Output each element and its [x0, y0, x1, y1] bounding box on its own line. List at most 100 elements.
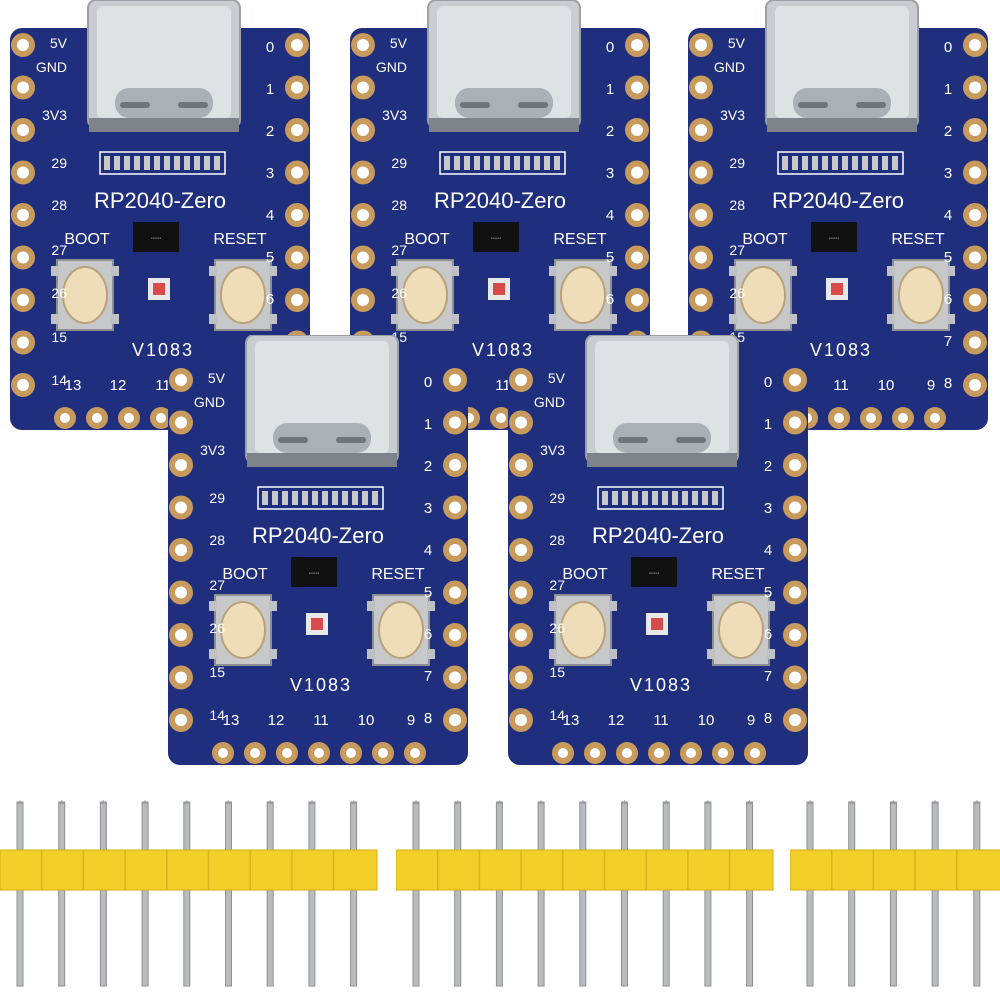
reset-label: RESET: [371, 566, 425, 583]
pin-label: 3: [606, 165, 614, 182]
svg-text:▪▪▪▪▪: ▪▪▪▪▪: [491, 236, 502, 242]
pin-label: 0: [424, 374, 432, 391]
pin-label: 26: [549, 620, 565, 636]
pin-label: 27: [729, 242, 745, 258]
pin-label: 6: [944, 291, 952, 308]
pin-label: 7: [944, 333, 952, 350]
boot-label: BOOT: [404, 231, 450, 248]
pin-label: 13: [65, 377, 82, 394]
pin-label: 28: [51, 197, 67, 213]
pin-label: 2: [944, 123, 952, 140]
header-pin: [889, 801, 897, 987]
header-pin: [16, 801, 24, 987]
pin-label: 26: [391, 285, 407, 301]
pin-label: 12: [268, 712, 285, 729]
pin-label: 5V: [548, 370, 566, 386]
version-label: V1083: [472, 340, 534, 360]
pin-label: 5: [606, 249, 614, 266]
pin-label: 2: [266, 123, 274, 140]
pin-label: 3V3: [540, 442, 565, 458]
header-pin: [183, 801, 191, 987]
pin-label: 29: [209, 490, 225, 506]
svg-text:▪▪▪▪▪: ▪▪▪▪▪: [649, 571, 660, 577]
pin-label: 11: [155, 377, 171, 394]
pin-label: 27: [209, 577, 225, 593]
pin-label: 3: [944, 165, 952, 182]
header-pin: [704, 801, 712, 987]
pin-label: 4: [606, 207, 614, 224]
pin-label: 27: [51, 242, 67, 258]
svg-text:▪▪▪▪▪: ▪▪▪▪▪: [309, 571, 320, 577]
pin-label: 3: [266, 165, 274, 182]
pin-label: GND: [714, 59, 745, 75]
boot-label: BOOT: [742, 231, 788, 248]
pin-label: 11: [313, 712, 329, 729]
header-pin: [308, 801, 316, 987]
pin-label: 5: [266, 249, 274, 266]
pin-label: 11: [833, 377, 849, 394]
header-pin: [412, 801, 420, 987]
header-pin: [225, 801, 232, 987]
rp2040-zero-board-front-right: ▪▪▪▪▪: [503, 335, 813, 770]
pin-label: 0: [266, 39, 274, 56]
pin-label: 14: [549, 707, 565, 723]
pin-label: 28: [729, 197, 745, 213]
pin-label: GND: [36, 59, 67, 75]
header-pin: [58, 801, 66, 987]
header-pin: [746, 801, 754, 987]
version-label: V1083: [630, 675, 692, 695]
pin-label: 15: [51, 329, 67, 345]
pin-label: 8: [944, 375, 952, 392]
version-label: V1083: [132, 340, 194, 360]
pin-label: GND: [194, 394, 225, 410]
pin-label: 13: [563, 712, 580, 729]
board-title-label: RP2040-Zero: [94, 188, 226, 213]
pin-label: 0: [606, 39, 614, 56]
pin-label: 9: [407, 712, 415, 729]
pin-label: 27: [549, 577, 565, 593]
board-title-label: RP2040-Zero: [592, 523, 724, 548]
pin-label: 29: [729, 155, 745, 171]
header-plastic: [0, 849, 378, 891]
pin-label: 4: [944, 207, 952, 224]
pin-label: 26: [51, 285, 67, 301]
pin-header-strip-middle: [395, 800, 775, 990]
header-pin: [579, 801, 587, 987]
pin-label: 5: [764, 584, 772, 601]
reset-label: RESET: [553, 231, 607, 248]
pin-label: 14: [51, 372, 67, 388]
pin-label: 28: [391, 197, 407, 213]
pin-label: 8: [764, 710, 772, 727]
header-pin: [350, 801, 358, 987]
reset-label: RESET: [213, 231, 267, 248]
pin-label: 6: [764, 626, 772, 643]
header-plastic: [789, 849, 1000, 891]
version-label: V1083: [810, 340, 872, 360]
pin-label: 28: [549, 532, 565, 548]
reset-label: RESET: [891, 231, 945, 248]
boot-label: BOOT: [562, 566, 608, 583]
pin-label: 12: [608, 712, 625, 729]
pin-label: 1: [424, 416, 432, 433]
pin-label: 7: [424, 668, 432, 685]
pin-label: 5V: [728, 35, 746, 51]
boot-label: BOOT: [222, 566, 268, 583]
reset-label: RESET: [711, 566, 765, 583]
pin-label: 10: [878, 377, 895, 394]
pin-label: 1: [944, 81, 952, 98]
header-pin: [973, 801, 981, 987]
header-pin: [621, 801, 628, 987]
pin-label: 26: [729, 285, 745, 301]
pin-label: 14: [209, 707, 225, 723]
pin-label: 4: [764, 542, 772, 559]
boot-label: BOOT: [64, 231, 110, 248]
pin-label: 29: [51, 155, 67, 171]
header-pin: [537, 801, 545, 987]
pin-label: 5: [424, 584, 432, 601]
pin-label: 13: [223, 712, 240, 729]
header-pin: [848, 801, 856, 987]
header-pin: [99, 801, 107, 987]
pin-label: 6: [266, 291, 274, 308]
rp2040-zero-board-back-right: ▪▪▪▪▪: [683, 0, 993, 435]
